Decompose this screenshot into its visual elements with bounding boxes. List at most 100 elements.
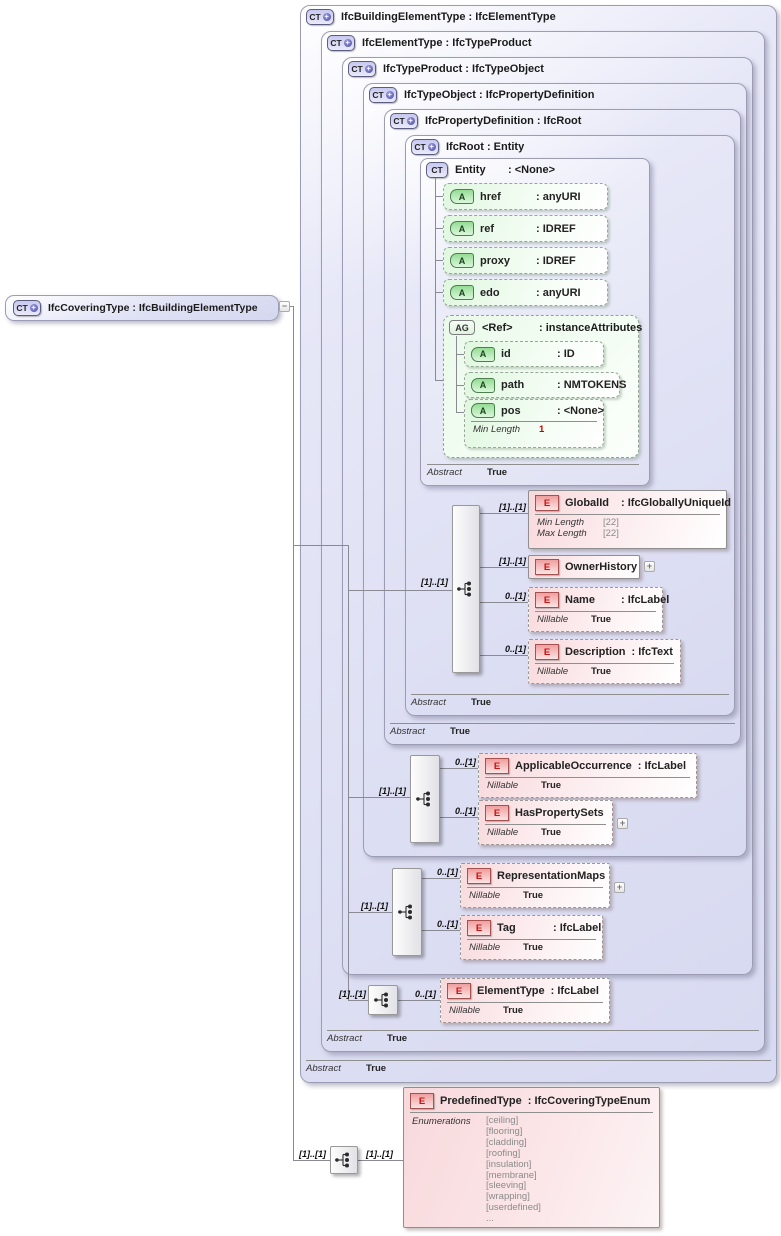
complex-type-icon: CT+	[13, 300, 41, 316]
enumeration-values: [ceiling] [flooring] [cladding] [roofing…	[486, 1115, 541, 1225]
entity-type: : <None>	[508, 163, 556, 176]
connector-line	[293, 1160, 330, 1161]
cardinality-label: 0..[1]	[436, 867, 458, 877]
entity-name: Entity	[455, 163, 486, 176]
divider	[471, 421, 597, 422]
connector-line	[456, 354, 464, 355]
expand-button[interactable]: +	[614, 882, 625, 893]
expand-plus-icon[interactable]: +	[322, 11, 331, 21]
connector-line	[480, 513, 528, 514]
attribute-icon: A	[450, 285, 474, 300]
type-title: IfcTypeProduct : IfcTypeObject	[383, 62, 544, 75]
expand-plus-icon[interactable]: +	[385, 89, 394, 99]
connector-line	[456, 385, 464, 386]
attribute-id: A id: ID	[464, 341, 604, 367]
connector-line	[422, 878, 460, 879]
divider	[467, 887, 603, 888]
element-icon: E	[535, 644, 559, 660]
complex-type-icon: CT+	[306, 8, 334, 25]
connector-line	[348, 590, 452, 591]
connector-line	[480, 602, 528, 603]
connector-line	[290, 306, 294, 307]
complex-type-icon: CT+	[390, 112, 418, 129]
attribute-group-icon: AG	[449, 320, 475, 335]
connector-line	[435, 228, 443, 229]
sequence-indicator	[392, 868, 422, 956]
attribute-edo: A edo: anyURI	[443, 279, 608, 306]
divider	[447, 1002, 603, 1003]
expand-plus-icon[interactable]: +	[343, 37, 352, 47]
divider	[390, 723, 735, 724]
expand-button[interactable]: +	[617, 818, 628, 829]
cardinality-label: [1]..[1]	[421, 577, 448, 587]
element-icon: E	[410, 1093, 434, 1109]
cardinality-label: 0..[1]	[454, 806, 476, 816]
connector-line	[422, 930, 460, 931]
sequence-indicator	[330, 1146, 358, 1174]
connector-line	[348, 797, 410, 798]
type-title: IfcBuildingElementType : IfcElementType	[341, 10, 556, 23]
sequence-indicator	[410, 755, 440, 843]
complex-type-icon: CT+	[327, 34, 355, 51]
attribute-icon: A	[450, 189, 474, 204]
element-icon: E	[535, 495, 559, 511]
connector-line	[348, 545, 349, 1000]
type-title: IfcRoot : Entity	[446, 140, 525, 153]
element-icon: E	[485, 805, 509, 821]
cardinality-label: [1]..[1]	[499, 556, 526, 566]
divider	[485, 824, 606, 825]
expand-plus-icon[interactable]: +	[29, 303, 38, 312]
collapse-toggle[interactable]: −	[279, 301, 290, 312]
connector-line	[480, 567, 528, 568]
cardinality-label: 0..[1]	[414, 989, 436, 999]
attribute-icon: A	[471, 346, 495, 362]
element-icon: E	[535, 592, 559, 608]
complex-type-icon: CT+	[369, 86, 397, 103]
sequence-icon	[457, 581, 471, 597]
complex-type-icon: CT+	[411, 138, 439, 155]
expand-plus-icon[interactable]: +	[364, 63, 373, 73]
attribute-icon: A	[471, 403, 495, 418]
connector-line	[440, 817, 478, 818]
divider	[467, 939, 596, 940]
connector-line	[358, 1160, 403, 1161]
type-header-ifctypeobject: CT+ IfcTypeObject : IfcPropertyDefinitio…	[369, 86, 595, 103]
type-header-ifcroot: CT+ IfcRoot : Entity	[411, 138, 525, 155]
sequence-icon	[335, 1152, 349, 1168]
expand-button[interactable]: +	[644, 561, 655, 572]
divider	[306, 1060, 771, 1061]
expand-plus-icon[interactable]: +	[406, 115, 415, 125]
element-icon: E	[485, 758, 509, 774]
connector-line	[435, 292, 443, 293]
expand-plus-icon[interactable]: +	[427, 141, 436, 151]
type-header-ifcpropertydefinition: CT+ IfcPropertyDefinition : IfcRoot	[390, 112, 581, 129]
type-header-ifcbuildingelementtype: CT+ IfcBuildingElementType : IfcElementT…	[306, 8, 556, 25]
connector-line	[398, 1000, 440, 1001]
divider	[410, 1112, 653, 1113]
type-header-ifcelementtype: CT+ IfcElementType : IfcTypeProduct	[327, 34, 532, 51]
element-icon: E	[467, 868, 491, 884]
connector-line	[456, 412, 464, 413]
connector-line	[293, 545, 349, 546]
element-icon: E	[535, 559, 559, 575]
connector-line	[456, 336, 457, 413]
sequence-icon	[398, 904, 412, 920]
cardinality-label: 0..[1]	[504, 591, 526, 601]
connector-line	[348, 1000, 368, 1001]
element-icon: E	[447, 983, 471, 999]
cardinality-label: [1]..[1]	[361, 901, 388, 911]
type-header-ifctypeproduct: CT+ IfcTypeProduct : IfcTypeObject	[348, 60, 544, 77]
connector-line	[435, 380, 443, 381]
cardinality-label: [1]..[1]	[299, 1149, 326, 1159]
type-header-entity: CT Entity : <None>	[426, 161, 556, 178]
